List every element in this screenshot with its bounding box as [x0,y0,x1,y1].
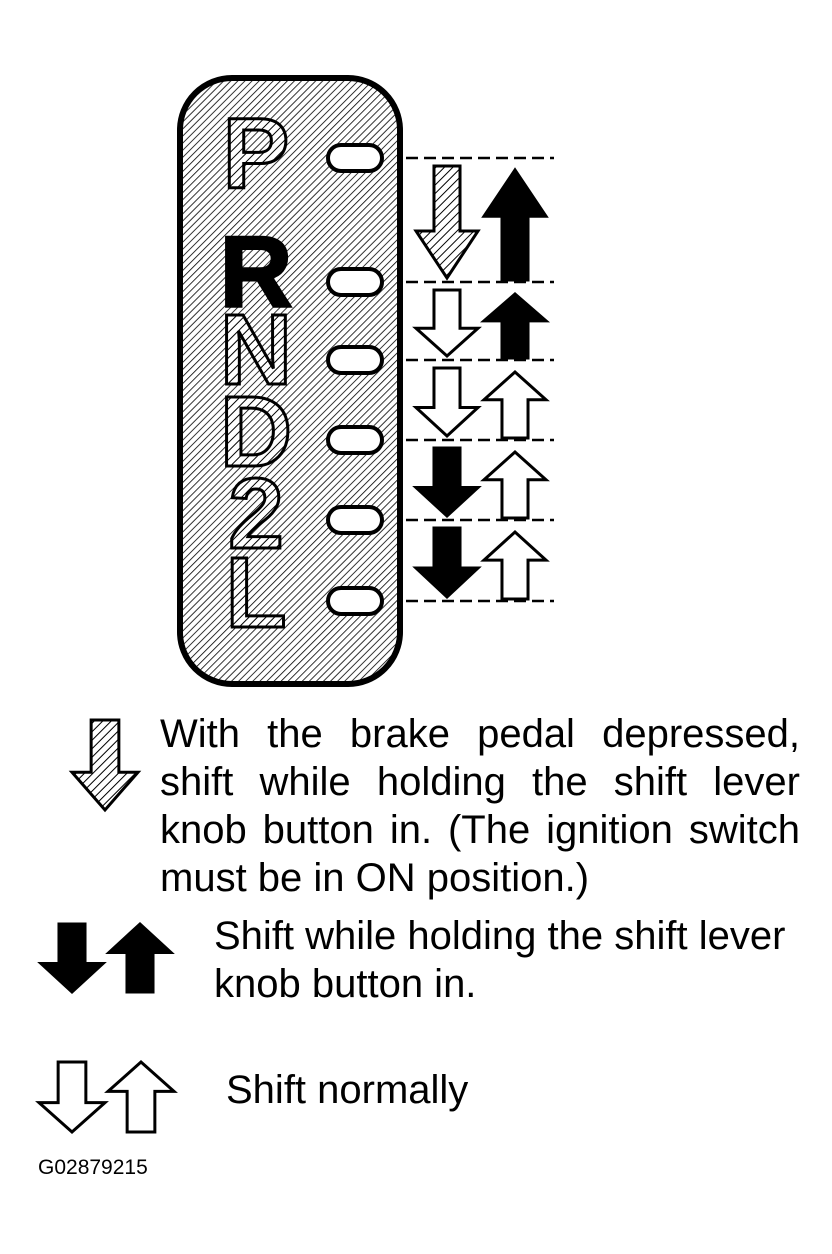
legend-solid-down-arrow-icon [37,922,107,995]
gate-slot-d [326,425,384,455]
gear-position-r: R [220,216,292,328]
gate-slot-r [326,267,384,297]
arrow-up-outline-icon [480,369,550,440]
legend-outline-down-arrow-icon [35,1060,109,1135]
arrow-down-outline-icon [412,366,482,439]
gear-position-d: D [220,376,292,488]
arrow-up-outline-icon [480,449,550,520]
arrow-up-solid-icon [479,292,551,360]
gate-slot-l [326,586,384,616]
figure-code: G02879215 [38,1156,148,1179]
gate-slot-2 [326,505,384,535]
gate-slot-p [326,143,384,173]
legend-hatched-description: With the brake pedal depressed, shift wh… [160,712,800,900]
gear-position-2: 2 [228,458,284,570]
gear-position-p: P [223,98,290,210]
legend-solid-up-arrow-icon [105,921,175,994]
gear-position-l: L [225,537,286,649]
legend-outline-up-arrow-icon [104,1059,178,1134]
arrow-up-outline-icon [480,529,550,601]
arrow-down-hatched-icon [413,164,481,281]
legend-outline-description: Shift normally [226,1068,469,1112]
legend-solid-description: Shift while holding the shift lever knob… [214,914,786,1006]
arrow-down-outline-icon [412,288,482,359]
gear-position-n: N [220,294,292,406]
arrow-down-solid-icon [412,446,482,519]
legend-hatched-down-arrow-icon [68,718,142,813]
arrow-up-solid-icon [481,167,549,282]
gate-slot-n [326,345,384,375]
arrow-down-solid-icon [412,526,482,600]
